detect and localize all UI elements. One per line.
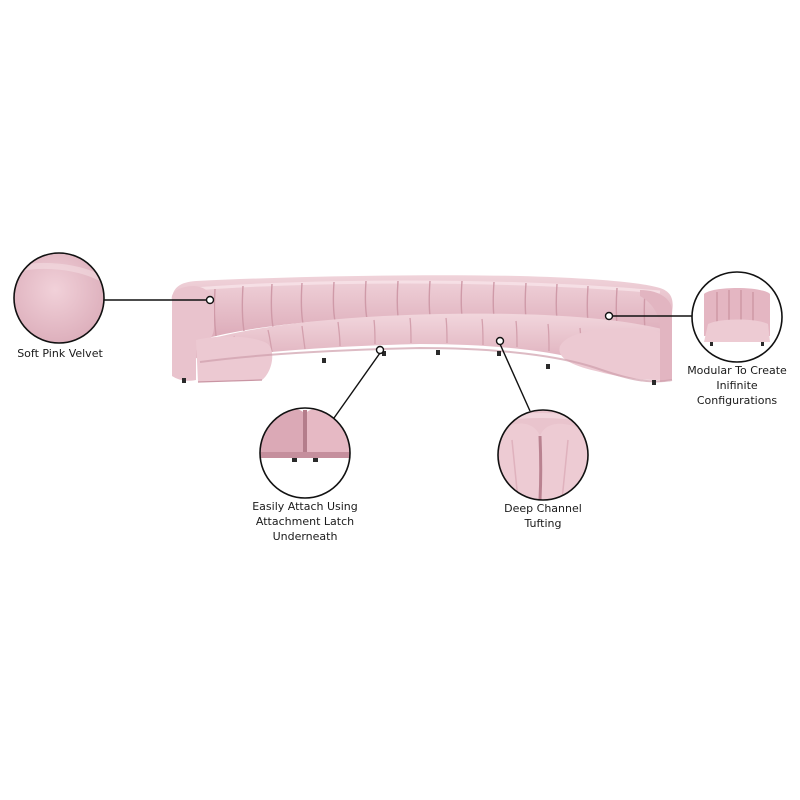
callout-lines [104,299,692,419]
label-deep-channel-tufting: Deep Channel Tufting [504,502,582,530]
label-soft-pink-velvet: Soft Pink Velvet [17,347,103,360]
sofa-legs [182,350,656,385]
label-easily-attach: Easily Attach Using Attachment Latch Und… [252,500,358,543]
module-detail-circle [691,271,783,363]
callout-dots [205,295,614,355]
latch-detail-circle [259,407,351,499]
sofa-right-end [559,328,672,380]
sofa-seat [176,310,668,374]
label-modular: Modular To Create Inifinite Configuratio… [687,364,787,407]
sofa-left-end [171,286,214,381]
sofa-back [172,275,673,340]
curved-sectional-sofa [171,275,673,385]
velvet-detail-circle [13,252,105,344]
tufting-detail-circle [497,409,589,501]
